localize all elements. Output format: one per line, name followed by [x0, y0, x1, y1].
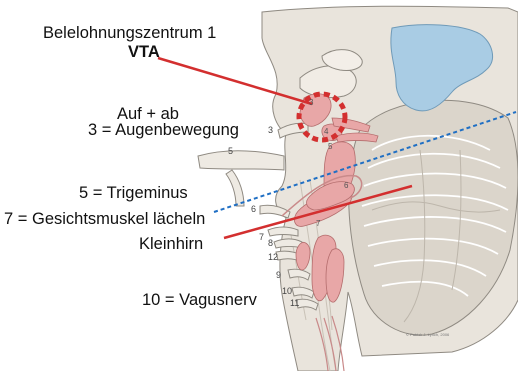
- eye-movement-label: 3 = Augenbewegung: [88, 122, 239, 139]
- illustration-credit: © Patrick J. Lynch, 2006: [406, 332, 449, 337]
- trigeminus-label: 5 = Trigeminus: [79, 185, 188, 202]
- nerve-number-5-left: 5: [228, 147, 233, 156]
- nerve-5-branch: [226, 170, 244, 206]
- nerve-number-7: 7: [259, 233, 264, 242]
- reward-center-label: Belelohnungszentrum 1: [43, 25, 216, 42]
- nerve-number-10: 10: [282, 287, 292, 296]
- vagus-label: 10 = Vagusnerv: [142, 292, 257, 309]
- nerve-number-3-inner: 3: [309, 99, 313, 107]
- pink-tract-lower: [336, 133, 378, 142]
- nerve-number-7-inner: 7: [316, 220, 320, 228]
- nerve-7-root: [268, 227, 298, 236]
- nerve-number-6-inner: 6: [344, 182, 348, 190]
- vta-label: VTA: [128, 44, 160, 61]
- nerve-number-4: 4: [324, 128, 328, 136]
- nerve-number-11: 11: [290, 299, 299, 308]
- nerve-number-9: 9: [276, 271, 281, 280]
- nerve-number-3-left: 3: [268, 126, 273, 135]
- facial-smile-label: 7 = Gesichtsmuskel lächeln: [4, 211, 205, 228]
- cerebellum-label: Kleinhirn: [139, 236, 203, 253]
- nerve-number-5-inner: 5: [328, 143, 332, 151]
- nerve-5-root: [198, 151, 284, 170]
- nerve-number-8: 8: [268, 239, 273, 248]
- nerve-number-12: 12: [268, 253, 278, 262]
- nerve-number-6: 6: [251, 205, 256, 214]
